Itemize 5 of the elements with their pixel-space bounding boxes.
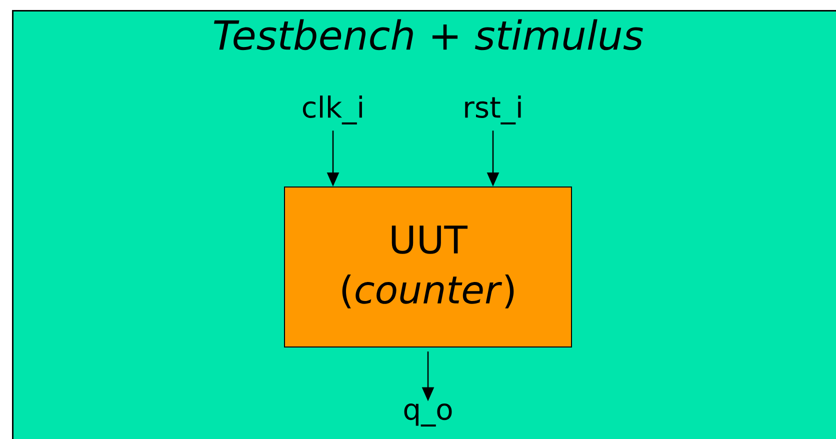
signal-label: q_o (404, 403, 452, 427)
signal-label: rst_i (465, 96, 521, 124)
signal-label: clk_i (302, 96, 362, 124)
heading: Testbench + stimulus (214, 19, 643, 50)
counter-block: UUT (counter) (284, 186, 572, 348)
